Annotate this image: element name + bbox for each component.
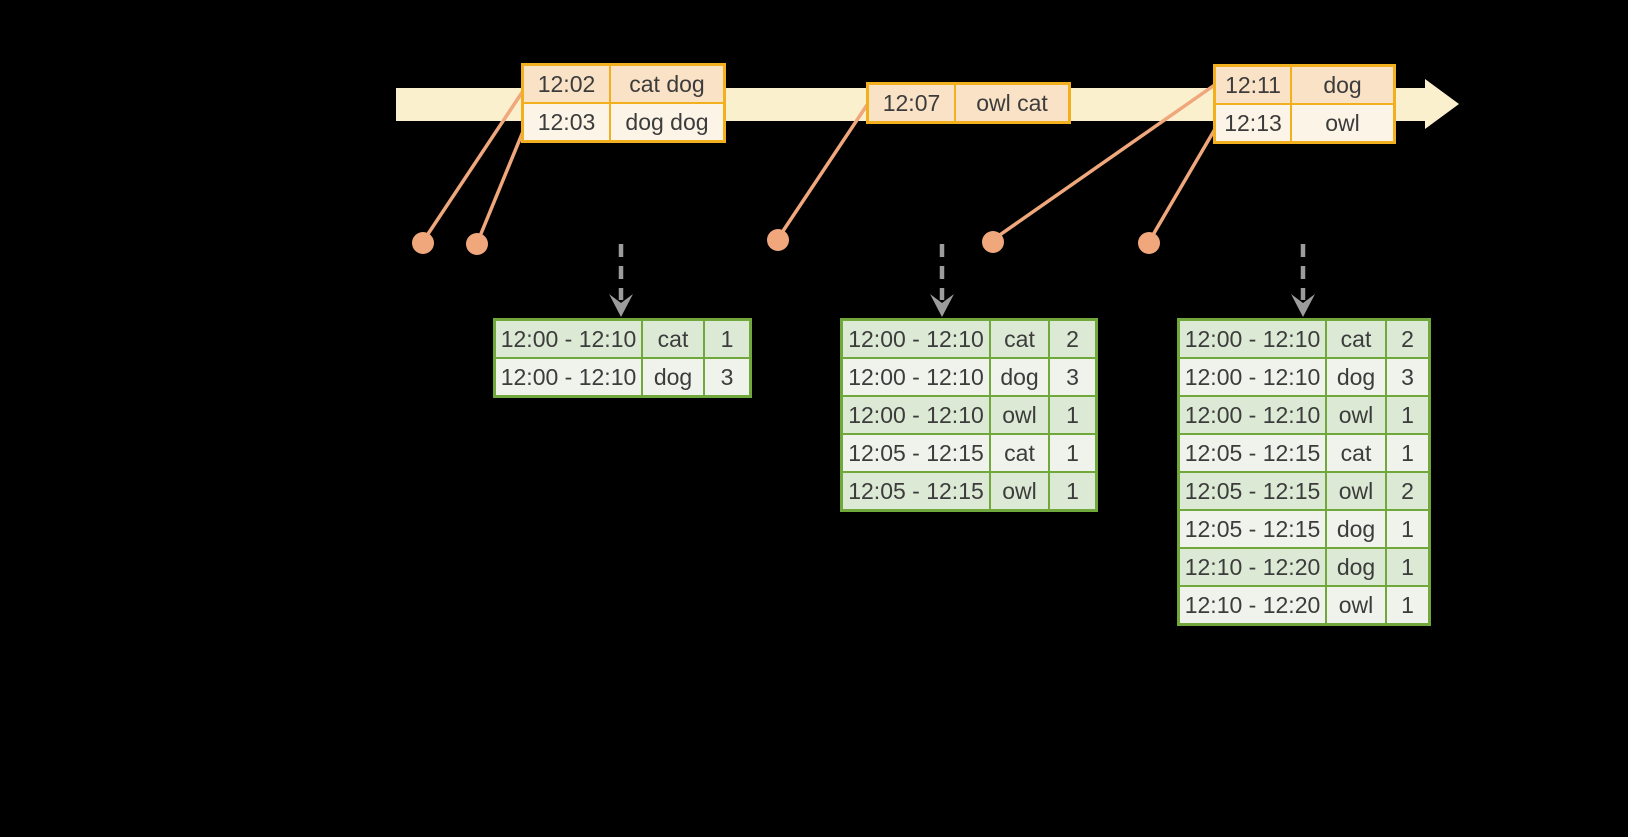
result-count-cell: 3 [705, 359, 749, 395]
result-count-cell: 1 [1387, 549, 1428, 585]
result-count-cell: 2 [1050, 321, 1095, 357]
result-window-cell: 12:00 - 12:10 [843, 359, 989, 395]
result-window-cell: 12:05 - 12:15 [1180, 435, 1325, 471]
event-marker-dot [767, 229, 789, 251]
event-words-cell: cat dog [611, 66, 723, 102]
result-count-cell: 1 [705, 321, 749, 357]
result-word-cell: dog [991, 359, 1048, 395]
result-word-cell: dog [1327, 549, 1385, 585]
event-marker-dot [982, 231, 1004, 253]
event-time-cell: 12:03 [524, 104, 609, 140]
result-word-cell: cat [643, 321, 703, 357]
event-words-cell: owl [1292, 105, 1393, 141]
result-word-cell: cat [991, 435, 1048, 471]
event-marker-dot [412, 232, 434, 254]
event-time-cell: 12:07 [869, 85, 954, 121]
result-count-cell: 3 [1050, 359, 1095, 395]
event-connector-line [476, 128, 526, 242]
event-time-cell: 12:11 [1216, 67, 1290, 103]
result-word-cell: owl [1327, 473, 1385, 509]
event-marker-dot [466, 233, 488, 255]
result-word-cell: dog [643, 359, 703, 395]
result-window-cell: 12:00 - 12:10 [1180, 397, 1325, 433]
result-window-cell: 12:05 - 12:15 [1180, 511, 1325, 547]
trigger-arrowhead-icon [609, 294, 633, 317]
trigger-arrowhead-icon [1291, 294, 1315, 317]
result-word-cell: cat [991, 321, 1048, 357]
result-word-cell: owl [991, 473, 1048, 509]
result-count-cell: 1 [1387, 511, 1428, 547]
result-window-cell: 12:10 - 12:20 [1180, 587, 1325, 623]
result-word-cell: owl [991, 397, 1048, 433]
result-window-cell: 12:05 - 12:15 [843, 435, 989, 471]
result-word-cell: dog [1327, 511, 1385, 547]
result-window-cell: 12:00 - 12:10 [1180, 359, 1325, 395]
result-window-cell: 12:00 - 12:10 [496, 359, 641, 395]
result-word-cell: dog [1327, 359, 1385, 395]
result-count-cell: 2 [1387, 473, 1428, 509]
result-word-cell: cat [1327, 321, 1385, 357]
event-words-cell: dog [1292, 67, 1393, 103]
event-connector-line [422, 90, 525, 241]
event-connector-line [777, 104, 869, 238]
event-words-cell: dog dog [611, 104, 723, 140]
result-count-cell: 1 [1050, 473, 1095, 509]
event-words-cell: owl cat [956, 85, 1068, 121]
trigger-arrowhead-icon [930, 294, 954, 317]
result-count-cell: 1 [1387, 587, 1428, 623]
result-count-cell: 2 [1387, 321, 1428, 357]
result-count-cell: 1 [1050, 435, 1095, 471]
result-word-cell: owl [1327, 587, 1385, 623]
event-connector-line [992, 82, 1218, 241]
result-count-cell: 3 [1387, 359, 1428, 395]
result-window-cell: 12:00 - 12:10 [1180, 321, 1325, 357]
result-count-cell: 1 [1387, 435, 1428, 471]
result-word-cell: cat [1327, 435, 1385, 471]
event-time-cell: 12:13 [1216, 105, 1290, 141]
result-count-cell: 1 [1387, 397, 1428, 433]
event-marker-dot [1138, 232, 1160, 254]
result-word-cell: owl [1327, 397, 1385, 433]
result-window-cell: 12:05 - 12:15 [1180, 473, 1325, 509]
result-count-cell: 1 [1050, 397, 1095, 433]
event-connector-line [1148, 128, 1217, 241]
result-window-cell: 12:00 - 12:10 [496, 321, 641, 357]
timeline-arrowhead-icon [1425, 79, 1459, 129]
result-window-cell: 12:00 - 12:10 [843, 321, 989, 357]
event-time-cell: 12:02 [524, 66, 609, 102]
result-window-cell: 12:10 - 12:20 [1180, 549, 1325, 585]
result-window-cell: 12:00 - 12:10 [843, 397, 989, 433]
result-window-cell: 12:05 - 12:15 [843, 473, 989, 509]
